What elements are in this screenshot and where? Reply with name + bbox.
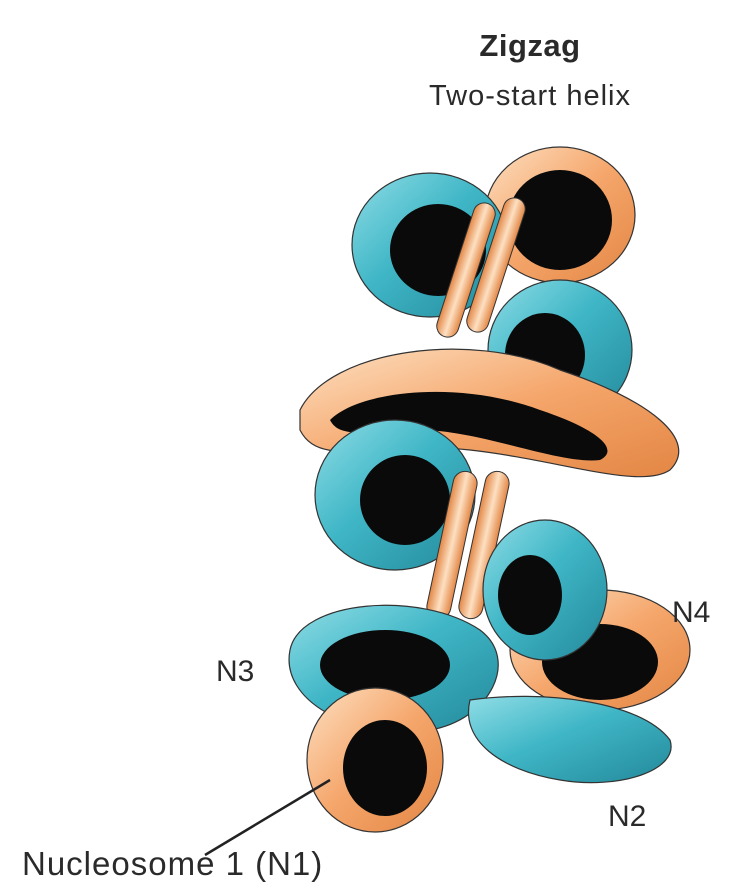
label-n1: Nucleosome 1 (N1) xyxy=(22,845,323,883)
nucleosome-center-right xyxy=(483,520,607,660)
label-n3: N3 xyxy=(216,655,254,689)
label-n2: N2 xyxy=(608,800,646,834)
n1-leader-line xyxy=(205,780,330,855)
nucleosome-N2 xyxy=(468,696,671,782)
label-n4: N4 xyxy=(672,596,710,630)
nucleosome-N1 xyxy=(307,688,443,832)
